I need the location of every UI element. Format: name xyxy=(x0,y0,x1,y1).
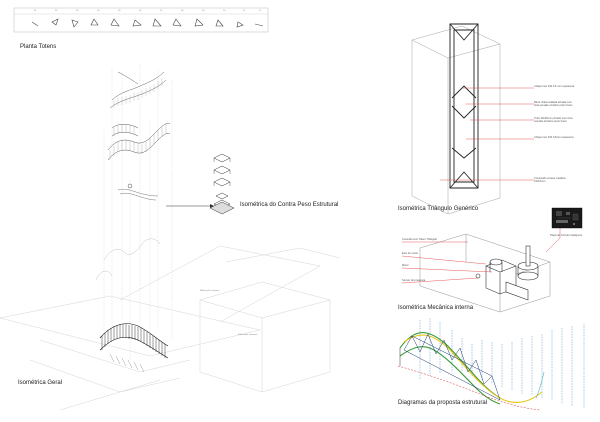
mechanical-callout: Eixo do motor xyxy=(402,252,419,255)
mecanica-title: Isométrica Mecânica interna xyxy=(398,305,474,311)
building-label: Edificação existente xyxy=(238,334,258,336)
building-label: Edificação existente xyxy=(200,290,220,292)
mechanical-callout: Sensor de presença xyxy=(402,279,426,282)
plan-tick-label: 02 xyxy=(55,10,58,12)
plan-tick-label: 11 xyxy=(243,10,246,12)
mechanical-callout: Conexão com Totem Triângulo xyxy=(402,238,438,241)
plan-tick-label: 03 xyxy=(76,10,79,12)
triangle-callout: Chapa inox 430 0,6mm espessura xyxy=(534,136,574,139)
triangle-callout: Chapa inox 430 0,6 mm espessura xyxy=(534,85,575,88)
plan-tick-label: 12 xyxy=(259,10,262,12)
isometrica-geral-title: Isométrica Geral xyxy=(18,380,63,386)
plan-tick-label: 10 xyxy=(223,10,226,12)
plan-tick-label: 07 xyxy=(160,10,163,12)
diagramas-title: Diagramas da proposta estrutural xyxy=(398,400,488,406)
circuit-label: Placa do Circuito inteligente xyxy=(550,234,583,237)
planta-totens-title: Planta Totens xyxy=(20,44,57,50)
mechanical-callout: Motor xyxy=(402,264,409,267)
circuit-board xyxy=(551,207,583,229)
triangle-callout: Tubo 30x30mm pintado com tinta esmalte s… xyxy=(534,117,573,124)
triangulo-title: Isométrica Triângulo Genérico xyxy=(398,206,479,212)
plan-tick-label: 01 xyxy=(34,10,37,12)
plan-tick-label: 05 xyxy=(118,10,121,12)
contrapeso-title: Isométrica do Contra Peso Estrutural xyxy=(240,202,339,208)
plan-tick-label: 09 xyxy=(202,10,205,12)
plan-tick-label: 04 xyxy=(97,10,100,12)
triangle-callout: Barra chata soldada ativada com tinta es… xyxy=(534,101,573,108)
plan-tick-label: 08 xyxy=(181,10,184,12)
plan-tick-label: 06 xyxy=(139,10,142,12)
triangle-callout: Conectado a base metálica 15x15mm xyxy=(534,177,566,184)
